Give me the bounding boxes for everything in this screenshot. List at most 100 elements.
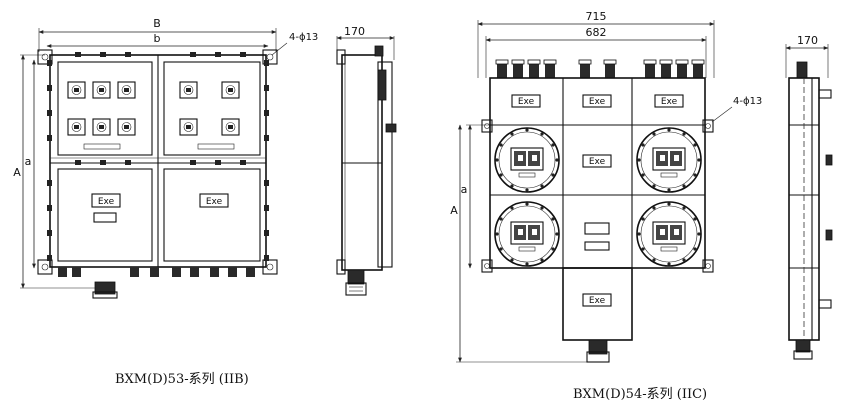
cover-bolt <box>510 184 514 188</box>
nameplate <box>83 143 121 150</box>
mounting-ear <box>702 119 714 133</box>
upper-right-panel <box>163 61 261 156</box>
breaker-switch <box>117 118 136 136</box>
cover-bolt <box>499 247 503 251</box>
upper-left-panel <box>57 61 153 156</box>
cable-gland <box>210 267 219 277</box>
cover-bolt <box>510 206 514 210</box>
bolt <box>264 85 269 91</box>
bolt <box>240 52 246 57</box>
exe-label: Exe <box>589 296 606 306</box>
breaker-switch <box>67 118 86 136</box>
breaker-switch <box>179 81 198 99</box>
bolt <box>47 60 52 66</box>
breaker-knob <box>225 85 236 95</box>
breaker-lever <box>74 88 79 92</box>
cover-bolt <box>499 173 503 177</box>
bolt <box>47 85 52 91</box>
mounting-ear <box>481 119 493 133</box>
bolt <box>47 110 52 116</box>
cover-bolt <box>652 184 656 188</box>
bolt <box>190 52 196 57</box>
breaker-lever <box>518 229 523 235</box>
dim-A-label: A <box>450 204 458 217</box>
cover-bolt <box>525 128 529 132</box>
round-cover-inner <box>498 205 556 263</box>
bottom-gland <box>588 339 608 355</box>
breaker-lever <box>228 125 233 129</box>
cover-bolt <box>641 247 645 251</box>
breaker-lever <box>186 88 191 92</box>
breaker-knob <box>225 122 236 132</box>
breaker-lever <box>228 88 233 92</box>
gland-cap <box>527 59 541 65</box>
round-cover-inner <box>640 205 698 263</box>
dim-B-label: B <box>153 17 161 30</box>
bolt <box>100 52 106 57</box>
hole-note: 4-ϕ13 <box>289 32 318 43</box>
breaker-lever <box>74 125 79 129</box>
bolt <box>264 60 269 66</box>
round-cover-inner <box>640 131 698 189</box>
breaker-switch <box>67 81 86 99</box>
side-gland <box>347 269 365 285</box>
cover-nameplate <box>660 246 678 252</box>
bolt <box>264 205 269 211</box>
cover-bolt <box>499 217 503 221</box>
mounting-ear <box>262 49 278 65</box>
cover-bolt <box>551 217 555 221</box>
cover-nameplate <box>518 172 536 178</box>
right-caption: BXM(D)54-系列 (IIC) <box>573 387 707 402</box>
cover-bolt <box>540 132 544 136</box>
window <box>584 222 610 235</box>
dim-A-label: A <box>13 166 21 179</box>
breaker-lever <box>674 229 679 235</box>
dim-715-label: 715 <box>586 10 607 23</box>
bolt <box>264 255 269 261</box>
breaker-knob <box>96 122 107 132</box>
bolt <box>264 180 269 186</box>
bolt <box>190 160 196 165</box>
cover-bolt <box>682 132 686 136</box>
breaker-switch <box>221 118 240 136</box>
cable-gland <box>513 64 523 78</box>
cover-bolt <box>495 232 499 236</box>
cover-bolt <box>551 173 555 177</box>
cover-bolt <box>667 202 671 206</box>
depth-label: 170 <box>797 34 818 47</box>
exe-plate <box>511 94 541 108</box>
mounting-ear <box>37 49 53 65</box>
window <box>584 241 610 251</box>
mounting-ear <box>702 259 714 273</box>
cover-bolt <box>667 128 671 132</box>
bolt <box>100 160 106 165</box>
cover-bolt <box>555 158 559 162</box>
breaker-lever <box>518 155 523 161</box>
exe-plate <box>199 193 229 208</box>
cover-bolt <box>540 258 544 262</box>
breaker-group-right <box>179 81 240 136</box>
cover-bolt <box>693 247 697 251</box>
right-side-view: 170 <box>785 34 833 360</box>
cable-gland <box>661 64 671 78</box>
cable-gland <box>190 267 199 277</box>
cover-bolt <box>637 232 641 236</box>
round-covers <box>494 127 702 267</box>
main-cable-entry <box>94 281 116 295</box>
cable-gland <box>497 64 507 78</box>
cable-gland <box>645 64 655 78</box>
window <box>93 212 117 223</box>
cable-gland <box>246 267 255 277</box>
cover-nameplate <box>660 172 678 178</box>
breaker-lever <box>99 88 104 92</box>
exe-label: Exe <box>518 97 535 107</box>
bolt <box>125 160 131 165</box>
breaker-knob <box>71 85 82 95</box>
round-cover <box>636 127 702 193</box>
cable-gland <box>693 64 703 78</box>
mounting-ear <box>481 259 493 273</box>
bolt <box>47 230 52 236</box>
lower-left-panel <box>57 168 153 262</box>
cable-gland <box>605 64 615 78</box>
gland-cap <box>603 59 617 65</box>
